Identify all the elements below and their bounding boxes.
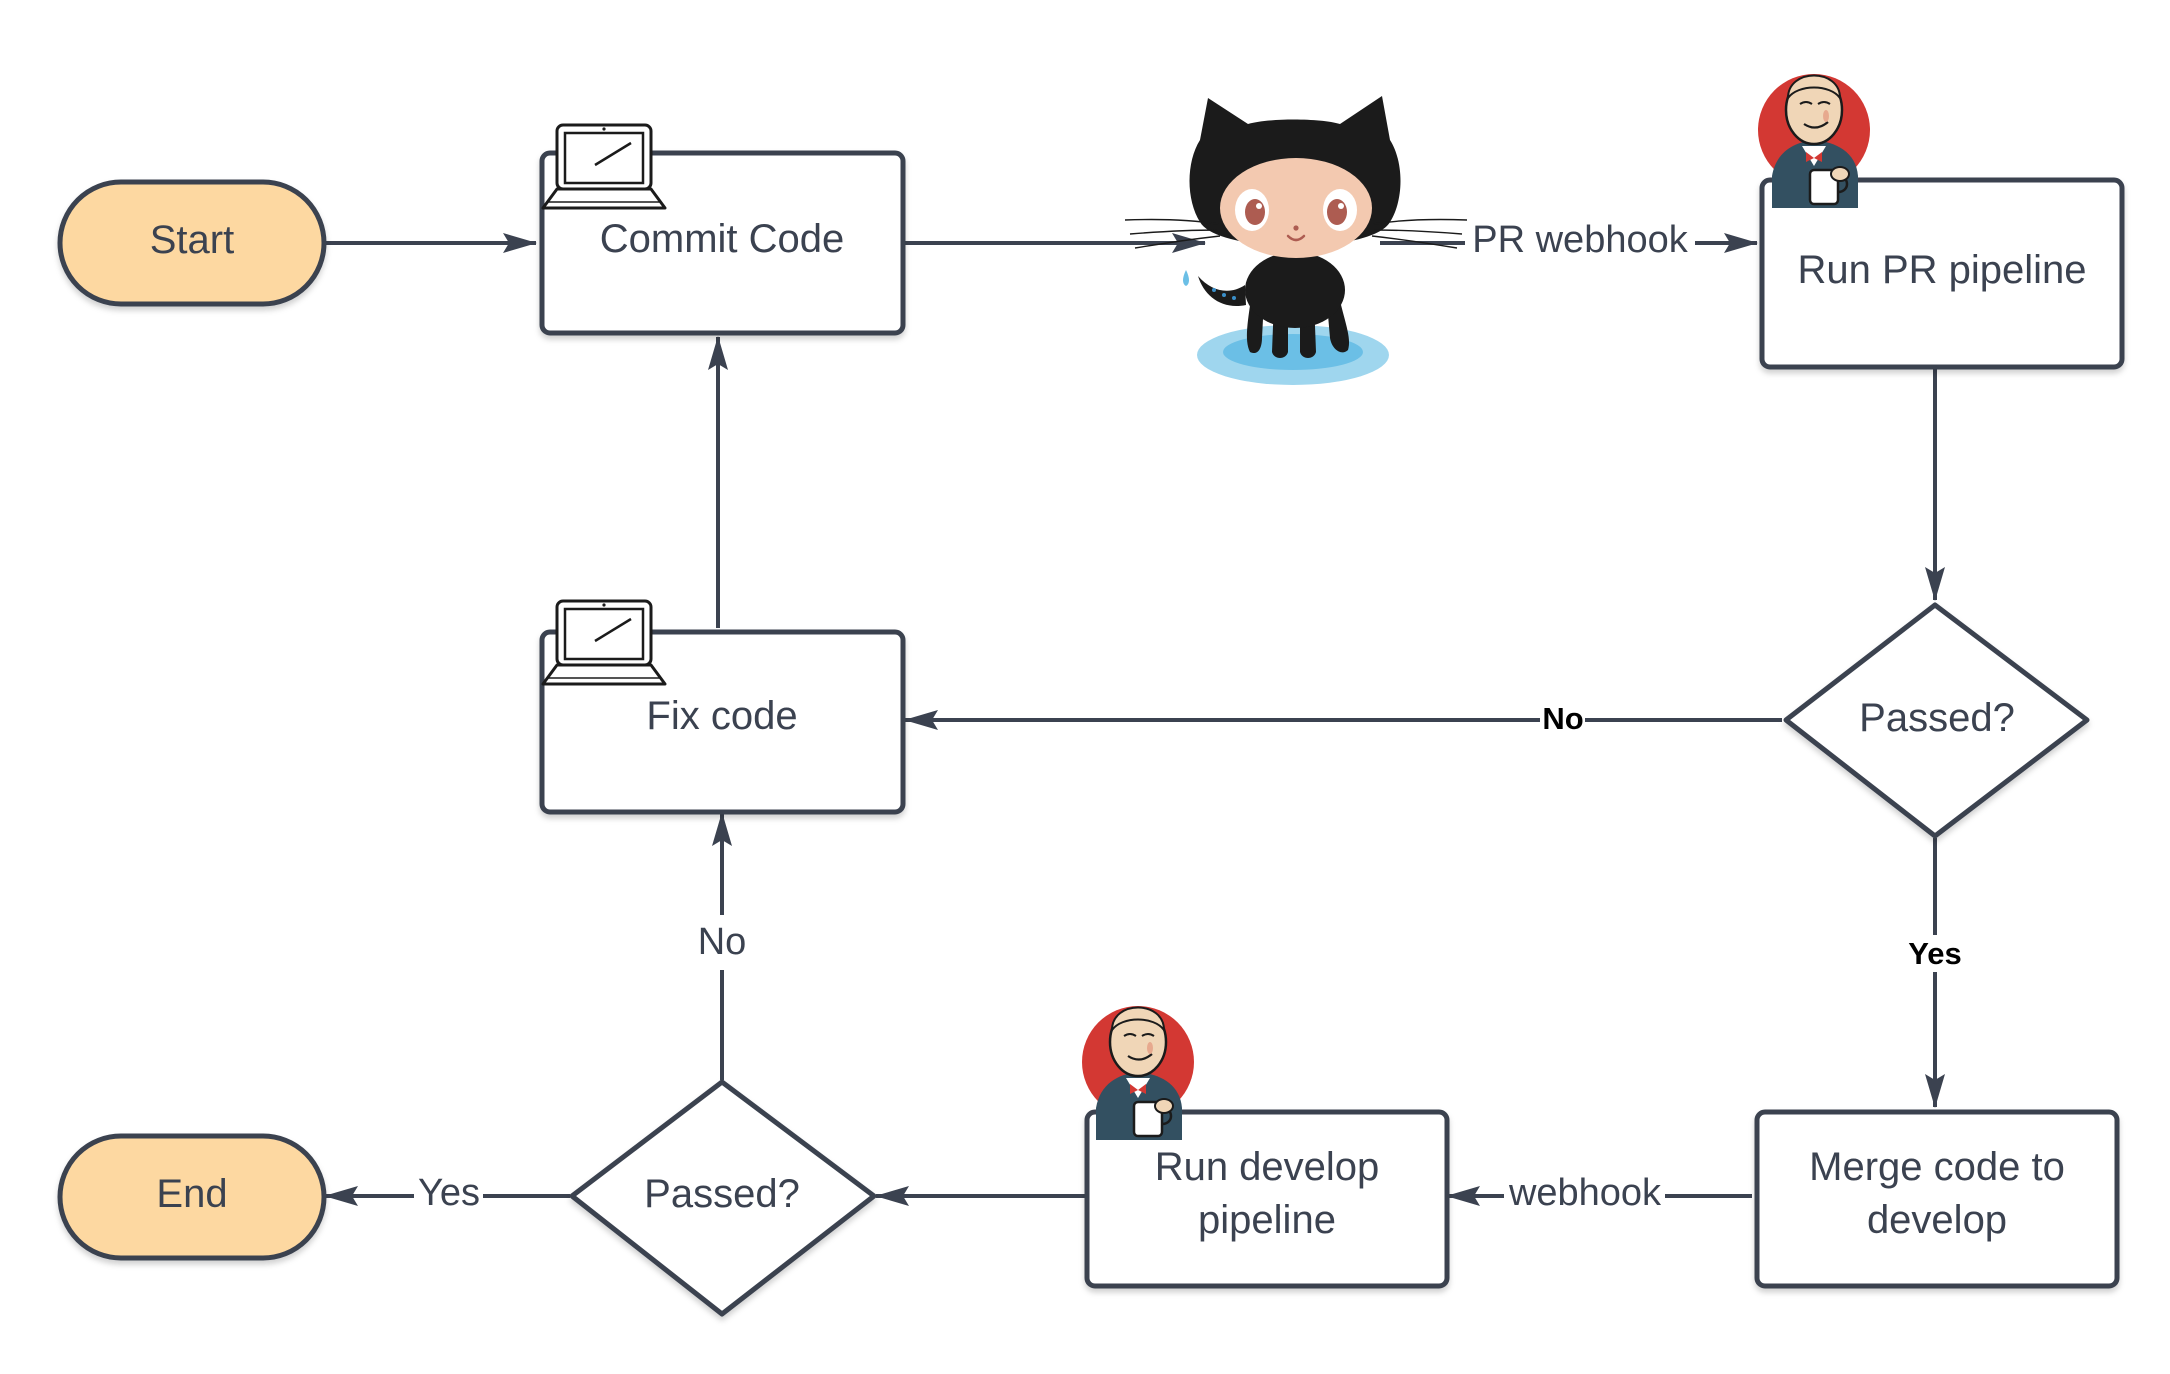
edges bbox=[324, 233, 1945, 1206]
run-develop-pipeline-box: Run develop pipeline bbox=[1084, 1109, 1450, 1289]
run-pr-pipeline-label: Run PR pipeline bbox=[1797, 248, 2086, 292]
edge-label-no-pr: No bbox=[1542, 701, 1583, 736]
edge-label-yes-pr: Yes bbox=[1908, 936, 1961, 971]
start-label: Start bbox=[150, 218, 234, 262]
run-develop-label-line1: Run develop bbox=[1155, 1145, 1380, 1189]
edge-label-no-develop: No bbox=[698, 921, 747, 963]
passed-develop-decision: Passed? bbox=[569, 1079, 877, 1317]
jenkins-butler-icon bbox=[1082, 1006, 1194, 1140]
merge-code-label-line1: Merge code to bbox=[1809, 1145, 2065, 1189]
commit-code-label: Commit Code bbox=[600, 217, 845, 261]
run-pr-pipeline-box: Run PR pipeline bbox=[1759, 177, 2125, 370]
laptop-icon bbox=[541, 123, 667, 210]
jenkins-butler-icon bbox=[1758, 74, 1870, 208]
end-label: End bbox=[156, 1172, 227, 1216]
fix-code-label: Fix code bbox=[646, 694, 797, 738]
edge-label-webhook: webhook bbox=[1508, 1172, 1662, 1214]
passed-pr-decision: Passed? bbox=[1783, 602, 2090, 839]
merge-code-label-line2: develop bbox=[1867, 1198, 2007, 1242]
passed-develop-label: Passed? bbox=[644, 1172, 800, 1216]
laptop-icon bbox=[541, 599, 667, 686]
edge-label-yes-develop: Yes bbox=[418, 1172, 480, 1214]
merge-code-box: Merge code to develop bbox=[1754, 1109, 2120, 1289]
passed-pr-label: Passed? bbox=[1859, 696, 2015, 740]
end-terminal: End bbox=[57, 1133, 327, 1261]
start-terminal: Start bbox=[57, 179, 327, 307]
run-develop-label-line2: pipeline bbox=[1198, 1198, 1336, 1242]
github-octocat-icon bbox=[1124, 96, 1468, 385]
edge-label-pr-webhook: PR webhook bbox=[1472, 219, 1688, 261]
